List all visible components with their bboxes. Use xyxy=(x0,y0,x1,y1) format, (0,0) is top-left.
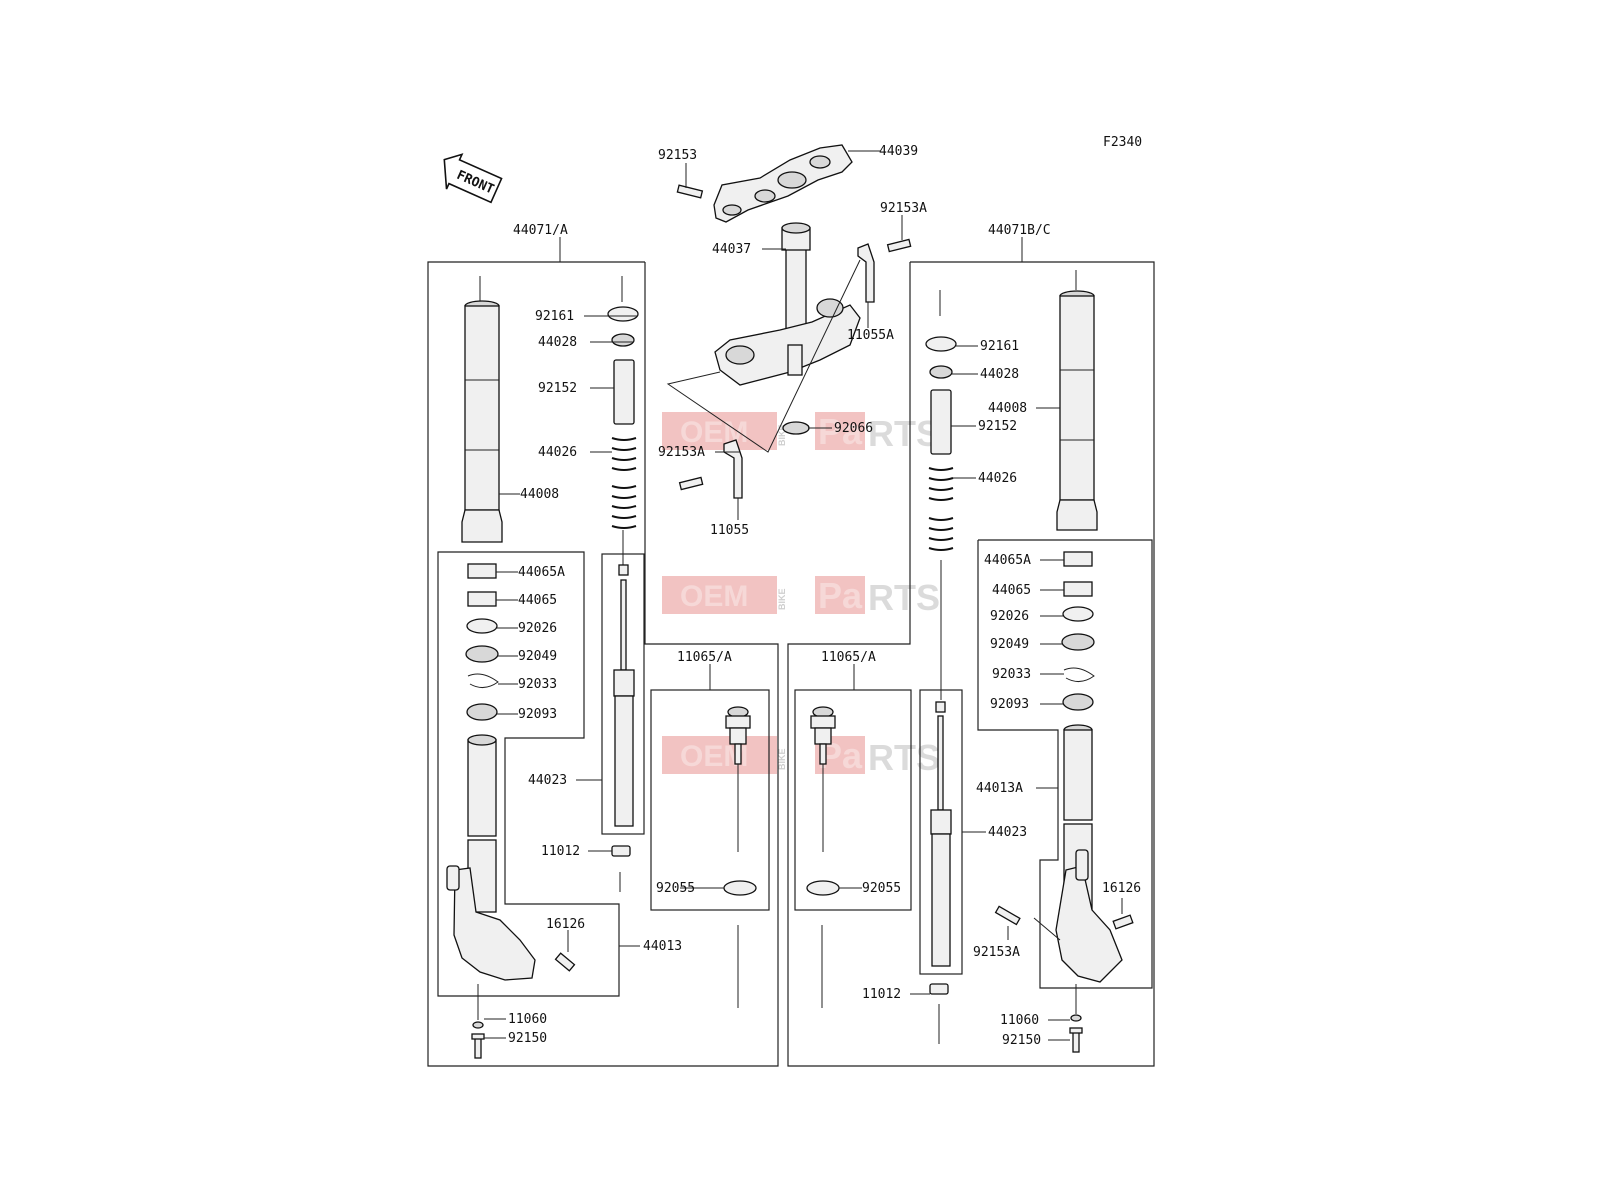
label-l-16126: 16126 xyxy=(546,917,585,932)
label-r-16126: 16126 xyxy=(1102,881,1141,896)
bracket-a xyxy=(857,243,875,303)
svg-text:RTS: RTS xyxy=(868,577,940,618)
label-92066: 92066 xyxy=(834,421,873,436)
left-seals xyxy=(465,563,499,721)
left-inner-tube xyxy=(446,734,536,981)
watermark-2: OEM BIKE Pa RTS xyxy=(662,575,940,618)
label-r-92161: 92161 xyxy=(980,339,1019,354)
svg-text:Pa: Pa xyxy=(818,411,863,452)
label-r-92153A: 92153A xyxy=(973,945,1020,960)
label-92153: 92153 xyxy=(658,148,697,163)
left-small-parts xyxy=(471,845,631,1059)
label-l-44008: 44008 xyxy=(520,487,559,502)
label-r-92152: 92152 xyxy=(978,419,1017,434)
watermark-3: OEM BIKE Pa RTS xyxy=(662,735,940,778)
right-cartridge-part xyxy=(806,706,862,1008)
svg-text:BIKE: BIKE xyxy=(777,748,787,770)
label-l-44026: 44026 xyxy=(538,445,577,460)
group-label-left-fork: 44071/A xyxy=(513,223,568,238)
label-l-92049: 92049 xyxy=(518,649,557,664)
right-outer-tube xyxy=(1056,270,1098,531)
right-damper-rod xyxy=(930,701,952,967)
label-r-92150: 92150 xyxy=(1002,1033,1041,1048)
label-l-44023: 44023 xyxy=(528,773,567,788)
label-r-44065A: 44065A xyxy=(984,553,1031,568)
label-r-92049: 92049 xyxy=(990,637,1029,652)
steering-leaders xyxy=(666,150,903,520)
stem-bolt-a xyxy=(886,238,912,253)
diagram-code: F2340 xyxy=(1103,135,1142,150)
label-r-92026: 92026 xyxy=(990,609,1029,624)
label-44037: 44037 xyxy=(712,242,751,257)
label-r-44026: 44026 xyxy=(978,471,1017,486)
side-bolt-a xyxy=(678,476,704,491)
label-l-11012: 11012 xyxy=(541,844,580,859)
label-r-44065: 44065 xyxy=(992,583,1031,598)
right-inner-tube xyxy=(1055,724,1123,983)
label-r-44023: 44023 xyxy=(988,825,1027,840)
label-l-44013: 44013 xyxy=(643,939,682,954)
label-r-44028: 44028 xyxy=(980,367,1019,382)
svg-text:BIKE: BIKE xyxy=(777,588,787,610)
top-clamp-bolt xyxy=(676,184,704,199)
label-r-44008: 44008 xyxy=(988,401,1027,416)
steering-stem xyxy=(714,222,861,386)
top-clamp xyxy=(713,144,853,223)
label-l-92093: 92093 xyxy=(518,707,557,722)
label-lc-92055: 92055 xyxy=(656,881,695,896)
label-l-44065A: 44065A xyxy=(518,565,565,580)
label-l-11060: 11060 xyxy=(508,1012,547,1027)
bracket xyxy=(723,439,743,499)
label-l-92026: 92026 xyxy=(518,621,557,636)
label-11055A: 11055A xyxy=(847,328,894,343)
label-rc-92055: 92055 xyxy=(862,881,901,896)
right-seals xyxy=(1061,551,1095,711)
group-leaders xyxy=(559,237,1023,690)
group-label-right-fork: 44071B/C xyxy=(988,223,1051,238)
label-l-92033: 92033 xyxy=(518,677,557,692)
left-cartridge-part xyxy=(680,706,757,1008)
left-leaders xyxy=(484,315,640,1039)
label-r-11012: 11012 xyxy=(862,987,901,1002)
left-damper-rod xyxy=(613,564,635,827)
watermark-1: OEM BIKE Pa RTS xyxy=(662,411,940,454)
left-top-parts xyxy=(607,276,639,565)
label-92153A-side: 92153A xyxy=(658,445,705,460)
right-leaders xyxy=(910,345,1123,1041)
label-l-44065: 44065 xyxy=(518,593,557,608)
label-r-44013A: 44013A xyxy=(976,781,1023,796)
svg-text:RTS: RTS xyxy=(868,413,940,454)
label-r-11060: 11060 xyxy=(1000,1013,1039,1028)
label-l-92152: 92152 xyxy=(538,381,577,396)
svg-text:BIKE: BIKE xyxy=(777,424,787,446)
right-small-parts xyxy=(929,905,1134,1053)
group-boxes xyxy=(427,261,1155,1067)
left-outer-tube xyxy=(461,276,503,543)
label-92153A-top: 92153A xyxy=(880,201,927,216)
label-11055: 11055 xyxy=(710,523,749,538)
label-l-92150: 92150 xyxy=(508,1031,547,1046)
group-label-left-cartridge: 11065/A xyxy=(677,650,732,665)
group-label-right-cartridge: 11065/A xyxy=(821,650,876,665)
label-r-92093: 92093 xyxy=(990,697,1029,712)
label-r-92033: 92033 xyxy=(992,667,1031,682)
svg-text:Pa: Pa xyxy=(818,575,863,616)
right-top-parts xyxy=(925,290,957,700)
stem-seal xyxy=(782,421,810,435)
label-l-92161: 92161 xyxy=(535,309,574,324)
svg-text:RTS: RTS xyxy=(868,737,940,778)
front-arrow-icon: FRONT xyxy=(443,153,503,204)
label-44039: 44039 xyxy=(879,144,918,159)
svg-text:OEM: OEM xyxy=(680,580,748,613)
label-l-44028: 44028 xyxy=(538,335,577,350)
